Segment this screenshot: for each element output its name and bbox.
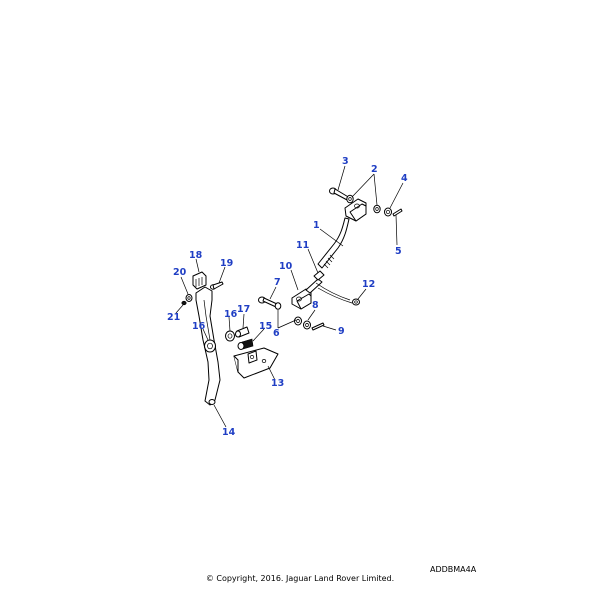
bush-16-right <box>225 330 235 342</box>
clevis-10 <box>291 278 323 310</box>
callout-1: 1 <box>313 220 320 231</box>
callout-8: 8 <box>312 300 319 311</box>
callout-21: 21 <box>167 312 180 323</box>
callout-7: 7 <box>274 277 281 288</box>
bush-16-left <box>204 339 216 353</box>
spacer-17 <box>235 326 250 338</box>
callout-9: 9 <box>338 326 345 337</box>
washer-20 <box>185 294 193 302</box>
leader-lines <box>175 165 404 428</box>
callout-18: 18 <box>189 250 203 261</box>
split-pin-5 <box>392 208 403 217</box>
washers-2 <box>346 194 381 214</box>
cable <box>315 282 351 301</box>
callouts: 1 2 3 4 5 6 7 8 9 10 11 12 13 14 15 16 1… <box>167 156 408 438</box>
callout-19: 19 <box>220 258 233 269</box>
callout-16-right: 16 <box>224 309 238 320</box>
nut-12 <box>352 298 360 306</box>
callout-14: 14 <box>222 427 236 438</box>
callout-10: 10 <box>279 261 293 272</box>
callout-11: 11 <box>296 240 309 251</box>
callout-15: 15 <box>259 321 272 332</box>
callout-5: 5 <box>395 246 402 257</box>
callout-2: 2 <box>371 164 378 175</box>
callout-12: 12 <box>362 279 375 290</box>
bolt-7 <box>258 296 282 310</box>
callout-3: 3 <box>342 156 349 167</box>
locknut-11 <box>313 270 325 281</box>
clip-21 <box>181 300 187 306</box>
linkage-rod <box>317 198 367 269</box>
bracket-13 <box>233 347 279 379</box>
callout-16-left: 16 <box>192 321 206 332</box>
callout-13: 13 <box>271 378 284 389</box>
screw-19 <box>210 281 224 290</box>
callout-6: 6 <box>273 328 280 339</box>
washers-6 <box>294 316 311 330</box>
callout-20: 20 <box>173 267 187 278</box>
bolt-15 <box>237 338 254 350</box>
nut-4 <box>384 207 392 217</box>
callout-17: 17 <box>237 304 250 315</box>
diagram-reference-code: ADDBMA4A <box>430 565 477 574</box>
callout-4: 4 <box>401 173 408 184</box>
copyright-notice: © Copyright, 2016. Jaguar Land Rover Lim… <box>205 574 395 583</box>
split-pin-9 <box>311 322 325 331</box>
stop-block-18 <box>192 271 207 290</box>
